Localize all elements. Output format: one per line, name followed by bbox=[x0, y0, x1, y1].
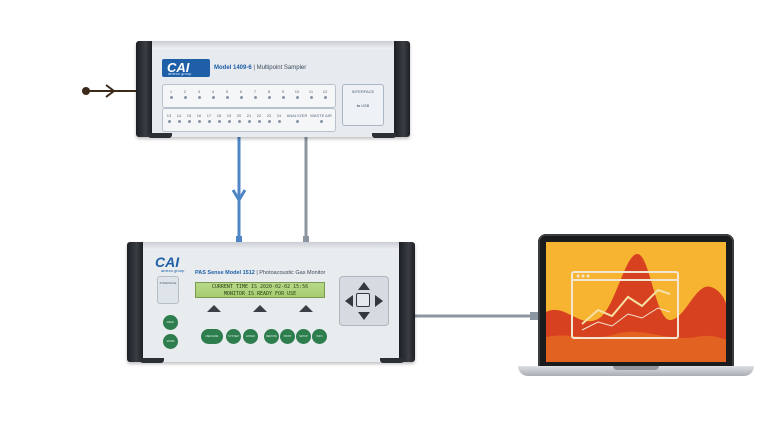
sample-ports-row-1: 1 2 3 4 5 6 7 8 9 10 11 12 bbox=[162, 84, 336, 108]
port-19: 19 bbox=[223, 113, 235, 123]
sampler-model-title: Model 1409-6 | Multipoint Sampler bbox=[214, 65, 307, 71]
setup-button[interactable]: SETUP bbox=[296, 329, 311, 344]
chart-window-icon bbox=[546, 242, 726, 362]
soft-key-3[interactable] bbox=[299, 305, 313, 312]
port-20: 20 bbox=[233, 113, 245, 123]
usb-port: ⇆ USB bbox=[356, 103, 370, 108]
waste-air-port: WASTE AIR bbox=[309, 113, 333, 123]
laptop-base bbox=[518, 366, 754, 376]
down-arrow-button[interactable] bbox=[358, 312, 370, 320]
right-arrow-button[interactable] bbox=[375, 295, 383, 307]
enter-key-button[interactable] bbox=[356, 293, 370, 307]
inlet-arrow-icon bbox=[105, 84, 116, 98]
monitor-foot bbox=[140, 358, 164, 363]
port-23: 23 bbox=[263, 113, 275, 123]
port-18: 18 bbox=[213, 113, 225, 123]
analyzer-port: ANALYZER bbox=[285, 113, 309, 123]
port-11: 11 bbox=[305, 89, 317, 99]
port-16: 16 bbox=[193, 113, 205, 123]
port-22: 22 bbox=[253, 113, 265, 123]
port-3: 3 bbox=[193, 89, 205, 99]
port-4: 4 bbox=[207, 89, 219, 99]
sampler-foot bbox=[372, 133, 396, 138]
monitor-model-title: PAS Sense Model 1512 | Photoacoustic Gas… bbox=[195, 270, 326, 276]
port-8: 8 bbox=[263, 89, 275, 99]
info-button[interactable]: INFO bbox=[312, 329, 327, 344]
port-9: 9 bbox=[277, 89, 289, 99]
port-5: 5 bbox=[221, 89, 233, 99]
measure-button[interactable]: MEASURE bbox=[201, 329, 223, 344]
laptop-screen bbox=[546, 242, 726, 362]
port-10: 10 bbox=[291, 89, 303, 99]
cai-logo: CAI ameco group bbox=[162, 59, 210, 77]
port-21: 21 bbox=[243, 113, 255, 123]
remote-button[interactable]: REMOTE bbox=[264, 329, 279, 344]
print-button[interactable]: PRINT bbox=[280, 329, 295, 344]
port-12: 12 bbox=[319, 89, 331, 99]
up-arrow-button[interactable] bbox=[358, 282, 370, 290]
port-24: 24 bbox=[273, 113, 285, 123]
cai-logo: CAI ameco group bbox=[155, 254, 185, 273]
port-17: 17 bbox=[203, 113, 215, 123]
port-2: 2 bbox=[179, 89, 191, 99]
laptop-notch bbox=[613, 366, 659, 370]
system-button[interactable]: SYSTEM bbox=[226, 329, 241, 344]
soft-key-2[interactable] bbox=[253, 305, 267, 312]
inlet-connector-icon bbox=[82, 87, 90, 95]
arrow-keypad-icon[interactable] bbox=[339, 276, 389, 326]
monitor-foot bbox=[380, 358, 404, 363]
menu-button[interactable]: MENU bbox=[163, 315, 178, 330]
lcd-display: CURRENT TIME IS 2020-02-02 15:56 MONITOR… bbox=[195, 282, 325, 298]
port-1: 1 bbox=[165, 89, 177, 99]
left-arrow-button[interactable] bbox=[345, 295, 353, 307]
port-6: 6 bbox=[235, 89, 247, 99]
sampler-foot bbox=[148, 133, 172, 138]
sample-ports-row-2: 13 14 15 16 17 18 19 20 21 22 23 24 ANAL… bbox=[162, 108, 336, 132]
port-15: 15 bbox=[183, 113, 195, 123]
gas-monitor: CAI ameco group PAS Sense Model 1512 | P… bbox=[127, 242, 415, 362]
soft-key-1[interactable] bbox=[207, 305, 221, 312]
port-7: 7 bbox=[249, 89, 261, 99]
interface-panel: INTERFACE ⇆ USB bbox=[342, 84, 384, 126]
multipoint-sampler: CAI ameco group Model 1409-6 | Multipoin… bbox=[136, 41, 410, 137]
port-14: 14 bbox=[173, 113, 185, 123]
interface-button[interactable]: INTERFACE bbox=[157, 276, 179, 304]
down-arrow-icon bbox=[231, 189, 247, 203]
enter-button[interactable]: ENTER bbox=[243, 329, 258, 344]
port-13: 13 bbox=[163, 113, 175, 123]
mode-button[interactable]: MODE bbox=[163, 334, 178, 349]
